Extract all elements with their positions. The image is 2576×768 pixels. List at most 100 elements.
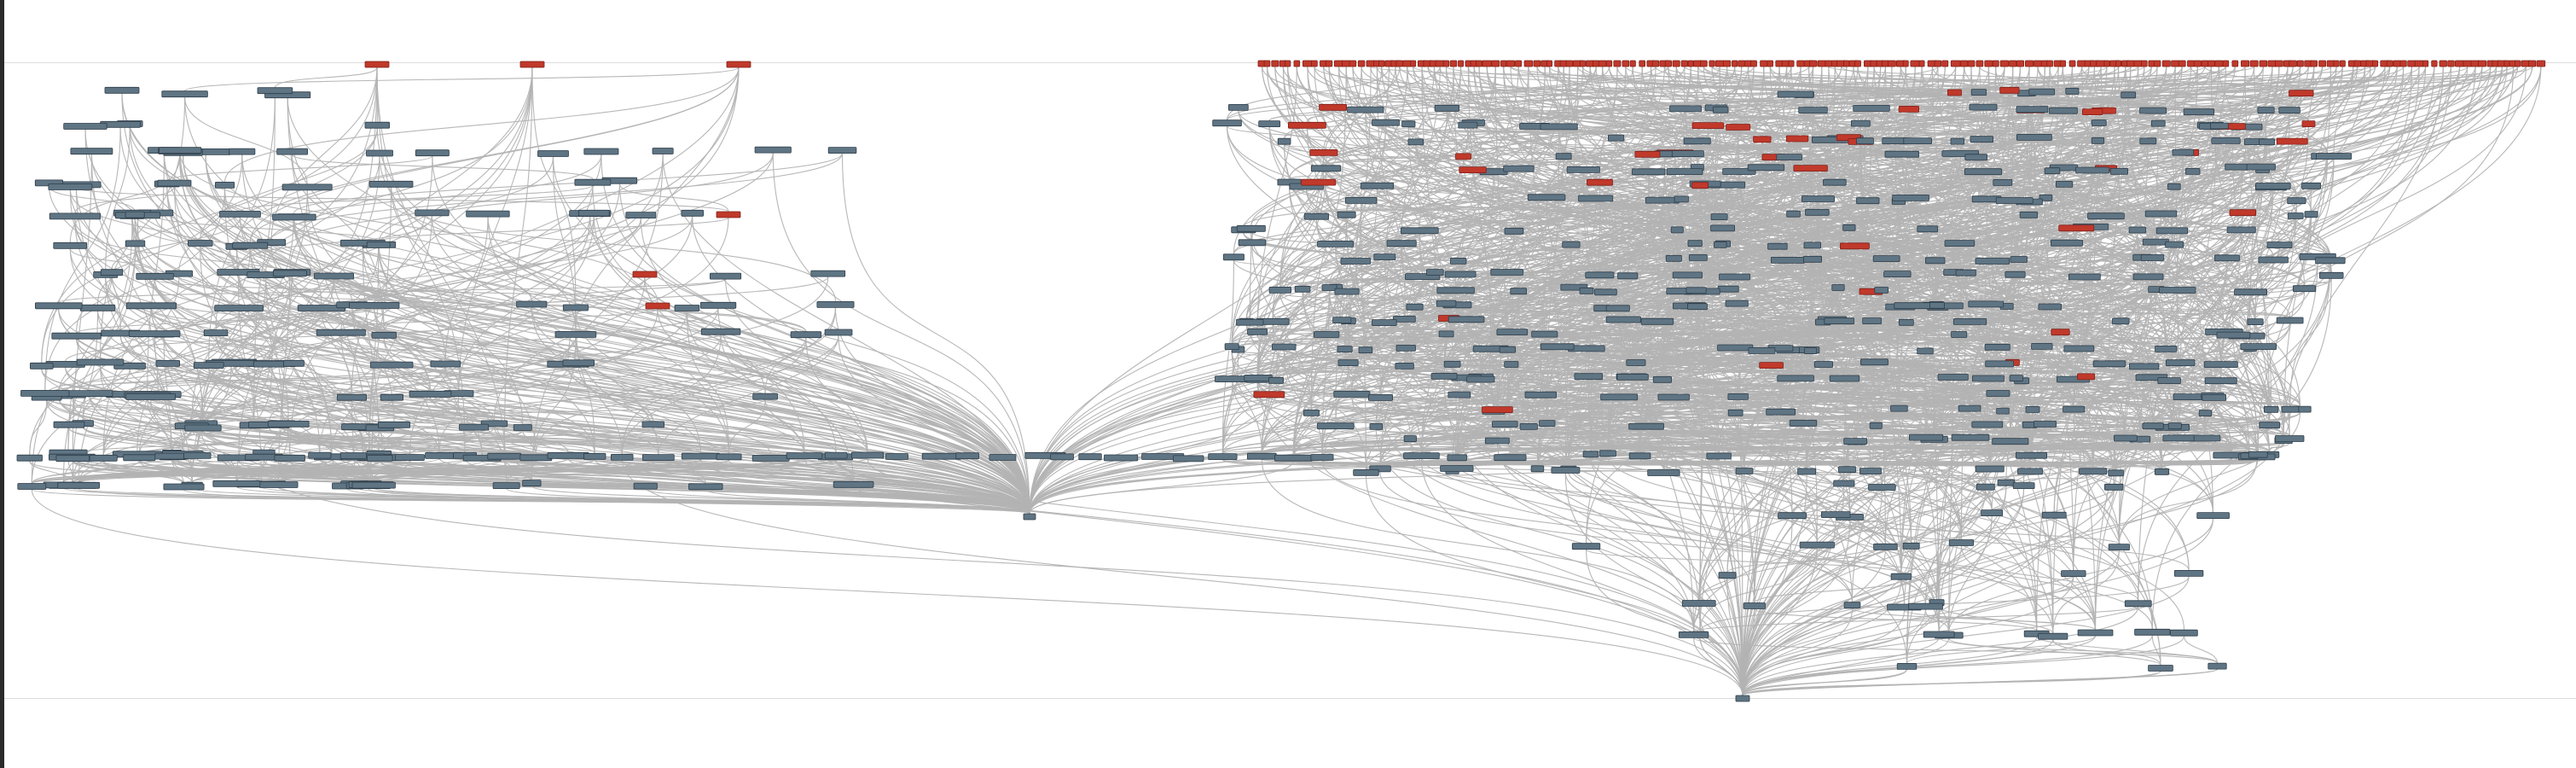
graph-node[interactable] <box>1530 465 1545 473</box>
graph-node[interactable] <box>89 454 118 462</box>
graph-node[interactable] <box>20 389 70 397</box>
graph-node-highlighted[interactable] <box>1301 178 1337 186</box>
graph-node-highlighted[interactable] <box>1808 60 1818 67</box>
graph-node[interactable] <box>1713 106 1729 113</box>
graph-node[interactable] <box>1303 409 1320 416</box>
graph-node[interactable] <box>2103 483 2124 491</box>
graph-node[interactable] <box>1212 119 1242 127</box>
graph-node-highlighted[interactable] <box>1934 60 1942 67</box>
graph-node[interactable] <box>1303 212 1329 220</box>
graph-node[interactable] <box>1317 422 1355 430</box>
graph-node[interactable] <box>1403 435 1417 443</box>
graph-node[interactable] <box>681 452 720 460</box>
graph-node[interactable] <box>1892 194 1929 201</box>
graph-node[interactable] <box>1747 164 1785 172</box>
graph-node[interactable] <box>1393 315 1416 323</box>
graph-node[interactable] <box>1274 454 1313 462</box>
graph-node[interactable] <box>1873 543 1898 550</box>
graph-node-highlighted[interactable] <box>1839 242 1870 250</box>
graph-node[interactable] <box>790 331 822 339</box>
graph-node[interactable] <box>1425 269 1444 276</box>
graph-node[interactable] <box>2196 512 2230 519</box>
graph-node[interactable] <box>1908 433 1944 441</box>
graph-node[interactable] <box>2109 167 2129 175</box>
graph-node[interactable] <box>1173 455 1204 463</box>
graph-node[interactable] <box>1540 123 1578 131</box>
graph-node-highlighted[interactable] <box>1587 178 1613 186</box>
graph-node[interactable] <box>1706 452 1732 460</box>
graph-node[interactable] <box>1628 422 1664 430</box>
graph-node-highlighted[interactable] <box>1760 60 1768 67</box>
graph-node-highlighted[interactable] <box>2386 60 2393 67</box>
graph-node[interactable] <box>1294 285 1311 293</box>
graph-node[interactable] <box>368 180 414 188</box>
graph-node-highlighted[interactable] <box>2289 60 2297 67</box>
graph-node[interactable] <box>1344 196 1378 204</box>
graph-node[interactable] <box>1766 408 1796 416</box>
graph-node-highlighted[interactable] <box>2310 60 2318 67</box>
graph-node-highlighted[interactable] <box>2229 209 2257 217</box>
graph-node[interactable] <box>1820 511 1851 518</box>
graph-node[interactable] <box>1632 168 1666 176</box>
graph-node-highlighted[interactable] <box>1910 60 1920 67</box>
graph-node-highlighted[interactable] <box>1842 60 1850 67</box>
graph-node[interactable] <box>125 240 146 247</box>
graph-node[interactable] <box>2079 468 2108 475</box>
graph-node[interactable] <box>1831 284 1845 291</box>
graph-node[interactable] <box>1951 433 1990 441</box>
graph-node-highlighted[interactable] <box>1455 153 1471 160</box>
graph-node[interactable] <box>1823 178 1847 186</box>
graph-node-highlighted[interactable] <box>2222 60 2230 67</box>
graph-node[interactable] <box>272 213 316 221</box>
graph-node[interactable] <box>2154 468 2170 475</box>
graph-node[interactable] <box>53 241 88 249</box>
graph-node[interactable] <box>214 181 235 189</box>
graph-node-highlighted[interactable] <box>2178 60 2186 67</box>
graph-node[interactable] <box>1964 154 1987 161</box>
graph-node[interactable] <box>1952 317 1987 325</box>
graph-node[interactable] <box>203 329 229 337</box>
graph-node[interactable] <box>1337 359 1359 367</box>
graph-node[interactable] <box>2213 254 2240 262</box>
graph-node[interactable] <box>554 330 597 338</box>
graph-node-highlighted[interactable] <box>2068 60 2076 67</box>
graph-node-highlighted[interactable] <box>2148 60 2155 67</box>
graph-node[interactable] <box>2140 254 2165 261</box>
graph-node[interactable] <box>1438 330 1454 338</box>
graph-node[interactable] <box>155 359 181 367</box>
graph-node[interactable] <box>1862 317 1882 325</box>
graph-node-highlighted[interactable] <box>1293 60 1301 67</box>
graph-node-highlighted[interactable] <box>2081 108 2103 115</box>
graph-node[interactable] <box>1958 404 1981 412</box>
graph-node[interactable] <box>1776 154 1802 161</box>
graph-node[interactable] <box>2234 288 2268 296</box>
graph-node[interactable] <box>1717 344 1754 352</box>
graph-node[interactable] <box>1368 393 1394 401</box>
graph-node-highlighted[interactable] <box>1750 60 1757 67</box>
graph-node[interactable] <box>2061 570 2086 577</box>
graph-node-highlighted[interactable] <box>1253 391 1285 399</box>
graph-node[interactable] <box>2063 345 2095 352</box>
graph-node[interactable] <box>1672 271 1703 279</box>
graph-node[interactable] <box>1519 422 1538 430</box>
graph-node[interactable] <box>1767 242 1788 250</box>
graph-node[interactable] <box>1683 137 1711 145</box>
graph-node[interactable] <box>1803 241 1822 249</box>
graph-node[interactable] <box>1986 390 2010 397</box>
graph-node[interactable] <box>55 455 90 463</box>
graph-node[interactable] <box>212 480 261 487</box>
graph-node[interactable] <box>1975 258 2010 265</box>
graph-node[interactable] <box>351 481 396 489</box>
graph-node[interactable] <box>2012 482 2035 489</box>
graph-node[interactable] <box>1924 257 1946 265</box>
graph-node-highlighted[interactable] <box>519 61 545 68</box>
graph-node-highlighted[interactable] <box>1395 60 1404 67</box>
graph-node[interactable] <box>1996 407 2010 415</box>
graph-node[interactable] <box>1494 454 1527 462</box>
graph-node[interactable] <box>53 421 85 428</box>
graph-node[interactable] <box>2009 375 2023 382</box>
graph-node[interactable] <box>1993 178 2013 186</box>
graph-node[interactable] <box>1674 195 1689 203</box>
graph-node-highlighted[interactable] <box>1634 150 1661 158</box>
